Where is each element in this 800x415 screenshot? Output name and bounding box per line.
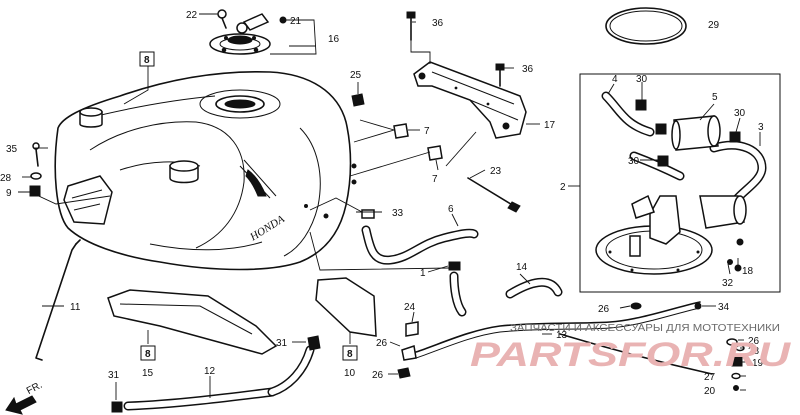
- rear-mount-bracket: [413, 61, 527, 139]
- callout-27: 27: [704, 372, 716, 383]
- bolt-20: [733, 385, 739, 391]
- callout-18: 18: [742, 266, 754, 277]
- watermark: ЗАПЧАСТИ И АКСЕССУАРЫ ДЛЯ МОТОТЕХНИКИ PA…: [470, 323, 792, 374]
- callout-2: 2: [560, 182, 566, 193]
- drain-hose-6: [361, 225, 479, 265]
- callout-31-lower: 31: [108, 370, 120, 381]
- drain-hose-14: [505, 277, 563, 299]
- o-ring-29: [605, 7, 687, 45]
- grommet-33: [361, 209, 375, 219]
- callout-15: 15: [142, 368, 154, 379]
- callout-8-tank: 8: [144, 55, 150, 66]
- callout-11: 11: [70, 302, 81, 313]
- bolt-22: [217, 9, 227, 29]
- bolt-34: [694, 302, 702, 310]
- callout-34: 34: [718, 302, 730, 313]
- insulator-pad-15: [107, 289, 278, 355]
- bolt-32: [727, 259, 733, 265]
- leader-lines: [18, 13, 761, 400]
- callout-26-pump: 26: [598, 304, 610, 315]
- callout-1: 1: [420, 268, 426, 279]
- callout-31-upper: 31: [276, 338, 288, 349]
- callout-8-pad10: 8: [347, 349, 353, 360]
- callout-26-mid: 26: [376, 338, 388, 349]
- callout-17: 17: [544, 120, 556, 131]
- insulator-pad-10: [315, 277, 377, 337]
- bolt-23: [467, 177, 521, 213]
- callout-4: 4: [612, 74, 618, 85]
- callout-33: 33: [392, 208, 404, 219]
- fuel-line-13: [415, 301, 713, 375]
- callout-7-upper: 7: [424, 126, 430, 137]
- callout-6: 6: [448, 204, 454, 215]
- callout-8-pad15: 8: [145, 349, 151, 360]
- callout-9: 9: [6, 188, 12, 199]
- callout-14: 14: [516, 262, 528, 273]
- bolt-36-top: [406, 11, 416, 41]
- bolt-21: [279, 16, 287, 24]
- callout-20: 20: [704, 386, 716, 397]
- callout-28-lower: 28: [748, 346, 760, 357]
- direction-label: FR.: [25, 380, 44, 397]
- callout-labels: 22 21 16 8 36 36 29 25 7 7 17 35 28 9 23…: [0, 10, 764, 397]
- clamps-30: [635, 99, 741, 167]
- callout-36-right: 36: [522, 64, 534, 75]
- fuel-cap-assembly: [209, 13, 271, 55]
- callout-36-top: 36: [432, 18, 444, 29]
- breather-hose-1: [448, 261, 467, 317]
- callout-7-lower: 7: [432, 174, 438, 185]
- clamps-26: [397, 302, 738, 379]
- prop-rod-11: [35, 239, 81, 361]
- callout-24: 24: [404, 302, 416, 313]
- callout-19: 19: [752, 358, 764, 369]
- callout-25: 25: [350, 70, 362, 81]
- front-direction-arrow: FR.: [5, 380, 44, 415]
- callout-26-right: 26: [748, 336, 760, 347]
- bolt-24: [405, 321, 419, 337]
- callout-23: 23: [490, 166, 502, 177]
- clamp-19: [731, 355, 743, 367]
- collar-7-lower: [427, 145, 443, 161]
- callout-10: 10: [344, 368, 356, 379]
- bolt-36-right: [495, 63, 505, 87]
- fuel-pump-2: [595, 194, 747, 275]
- callout-12: 12: [204, 366, 216, 377]
- callout-13: 13: [556, 330, 568, 341]
- nut-25: [351, 93, 365, 107]
- callout-35: 35: [6, 144, 18, 155]
- clamp-31-upper: [307, 335, 321, 351]
- collar-7-upper: [393, 123, 409, 139]
- callout-5: 5: [712, 92, 718, 103]
- watermark-tagline: ЗАПЧАСТИ И АКСЕССУАРЫ ДЛЯ МОТОТЕХНИКИ: [510, 323, 780, 334]
- callout-30-b: 30: [734, 108, 746, 119]
- callout-26-low: 26: [372, 370, 384, 381]
- callout-29: 29: [708, 20, 720, 31]
- callout-16: 16: [328, 34, 340, 45]
- callout-30-c: 30: [628, 156, 640, 167]
- fuel-tank: HONDA: [54, 70, 357, 271]
- fuel-unit-box: [579, 73, 781, 293]
- callout-21: 21: [290, 16, 302, 27]
- clamp-31-lower: [111, 401, 123, 413]
- callout-30-a: 30: [636, 74, 648, 85]
- washer-27: [731, 372, 741, 380]
- washer-28: [30, 172, 42, 180]
- watermark-logo: PARTSFOR.RU: [470, 336, 792, 374]
- callout-32: 32: [722, 278, 734, 289]
- bolt-35: [32, 142, 40, 167]
- callout-28-upper: 28: [0, 173, 12, 184]
- callout-22: 22: [186, 10, 198, 21]
- fuel-filter-5: [671, 115, 721, 151]
- tank-brand-mark: HONDA: [247, 213, 287, 244]
- drain-hose-12: [123, 345, 315, 411]
- callout-3: 3: [758, 122, 764, 133]
